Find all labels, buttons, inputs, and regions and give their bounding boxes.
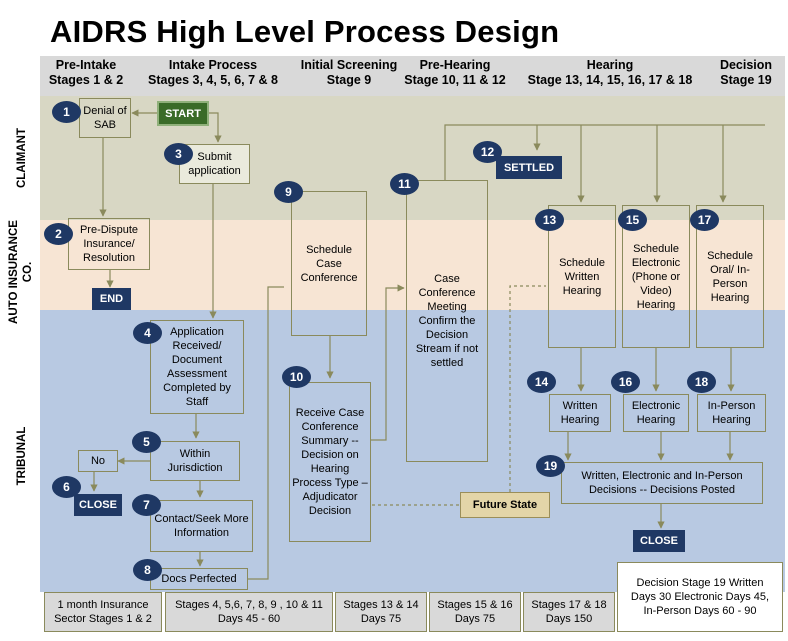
step-number-badge: 19	[536, 455, 565, 477]
step-number-badge: 12	[473, 141, 502, 163]
footer-timeline-electronic: Stages 15 & 16 Days 75	[429, 592, 521, 632]
step-electronic-hearing: Electronic Hearing	[623, 394, 689, 432]
step-number-badge: 2	[44, 223, 73, 245]
step-number-badge: 9	[274, 181, 303, 203]
step-pre-dispute-resolution: Pre-Dispute Insurance/ Resolution	[68, 218, 150, 270]
footer-timeline-in-person: Stages 17 & 18 Days 150	[523, 592, 615, 632]
step-schedule-written-hearing: Schedule Written Hearing	[548, 205, 616, 348]
step-number-badge: 18	[687, 371, 716, 393]
footer-timeline-written: Stages 13 & 14 Days 75	[335, 592, 427, 632]
step-number-badge: 7	[132, 494, 161, 516]
step-decisions-posted: Written, Electronic and In-Person Decisi…	[561, 462, 763, 504]
step-number-badge: 5	[132, 431, 161, 453]
step-denial-of-sab: Denial of SAB	[79, 98, 131, 138]
step-number-badge: 14	[527, 371, 556, 393]
end-node: END	[92, 288, 131, 310]
step-number-badge: 13	[535, 209, 564, 231]
future-state-node: Future State	[460, 492, 550, 518]
step-within-jurisdiction: Within Jurisdiction	[150, 441, 240, 481]
settled-node: SETTLED	[496, 156, 562, 179]
close-decision-node: CLOSE	[633, 530, 685, 552]
step-number-badge: 17	[690, 209, 719, 231]
step-number-badge: 8	[133, 559, 162, 581]
step-application-received: Application Received/ Document Assessmen…	[150, 320, 244, 414]
step-schedule-electronic-hearing: Schedule Electronic (Phone or Video) Hea…	[622, 205, 690, 348]
close-node: CLOSE	[74, 494, 122, 516]
footer-decision-summary: Decision Stage 19 Written Days 30 Electr…	[617, 562, 783, 632]
start-node: START	[157, 101, 209, 126]
step-receive-case-conference-summary: Receive Case Conference Summary -- Decis…	[289, 382, 371, 542]
step-schedule-case-conference: Schedule Case Conference	[291, 191, 367, 336]
step-number-badge: 3	[164, 143, 193, 165]
lane-label-strip	[8, 96, 40, 592]
step-schedule-in-person-hearing: Schedule Oral/ In-Person Hearing	[696, 205, 764, 348]
step-in-person-hearing: In-Person Hearing	[697, 394, 766, 432]
step-number-badge: 4	[133, 322, 162, 344]
step-docs-perfected: Docs Perfected	[150, 568, 248, 590]
page-title: AIDRS High Level Process Design	[50, 14, 560, 49]
step-contact-seek-info: Contact/Seek More Information	[150, 500, 253, 552]
step-number-badge: 6	[52, 476, 81, 498]
step-number-badge: 11	[390, 173, 419, 195]
step-case-conference-meeting: Case Conference Meeting Confirm the Deci…	[406, 180, 488, 462]
step-number-badge: 16	[611, 371, 640, 393]
auto-insurance-lane	[40, 220, 785, 310]
footer-timeline-pre-intake: 1 month Insurance Sector Stages 1 & 2	[44, 592, 162, 632]
step-number-badge: 10	[282, 366, 311, 388]
footer-timeline-intake: Stages 4, 5,6, 7, 8, 9 , 10 & 11 Days 45…	[165, 592, 333, 632]
step-number-badge: 1	[52, 101, 81, 123]
step-number-badge: 15	[618, 209, 647, 231]
stage-header-band	[40, 56, 785, 96]
outcome-no: No	[78, 450, 118, 472]
step-written-hearing: Written Hearing	[549, 394, 611, 432]
